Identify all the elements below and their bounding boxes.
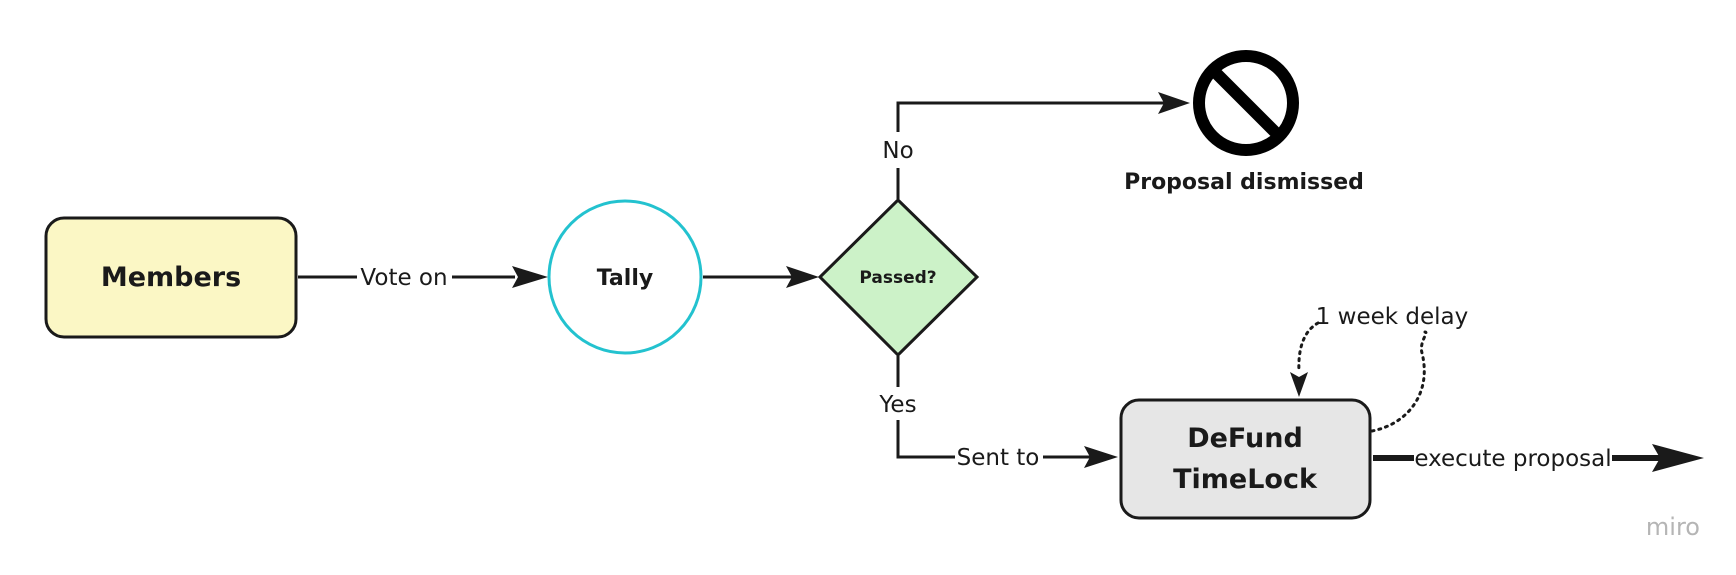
timelock-label-line2: TimeLock [1173, 464, 1318, 495]
arrowhead-tally [512, 266, 548, 288]
timelock-node[interactable] [1119, 398, 1372, 520]
arrowhead-execute [1652, 444, 1704, 472]
tally-node[interactable] [547, 199, 703, 355]
members-node[interactable] [44, 216, 298, 339]
prohibited-icon [1193, 50, 1299, 156]
edge-label-no: No [882, 138, 913, 164]
edge-no-upper [896, 101, 1165, 132]
members-label: Members [101, 262, 241, 293]
edge-delay-loop-out [1370, 330, 1428, 433]
arrowhead-decision [786, 266, 819, 288]
arrowhead-dismissed [1158, 92, 1190, 114]
miro-watermark: miro [1646, 513, 1700, 541]
edge-label-sent-to: Sent to [957, 445, 1040, 471]
tally-label: Tally [597, 266, 653, 291]
edge-label-delay: 1 week delay [1316, 304, 1469, 330]
timelock-label-line1: DeFund [1187, 423, 1303, 454]
edge-label-execute: execute proposal [1414, 446, 1611, 472]
decision-label: Passed? [859, 268, 936, 288]
decision-node[interactable] [817, 197, 980, 358]
arrowhead-timelock [1084, 446, 1118, 468]
edge-label-yes: Yes [878, 392, 916, 418]
dismissed-label: Proposal dismissed [1124, 170, 1364, 195]
edge-label-vote-on: Vote on [360, 265, 447, 291]
arrowhead-delay [1290, 372, 1308, 397]
edge-delay-loop-in [1297, 321, 1320, 374]
edge-yes-lower [896, 420, 955, 459]
